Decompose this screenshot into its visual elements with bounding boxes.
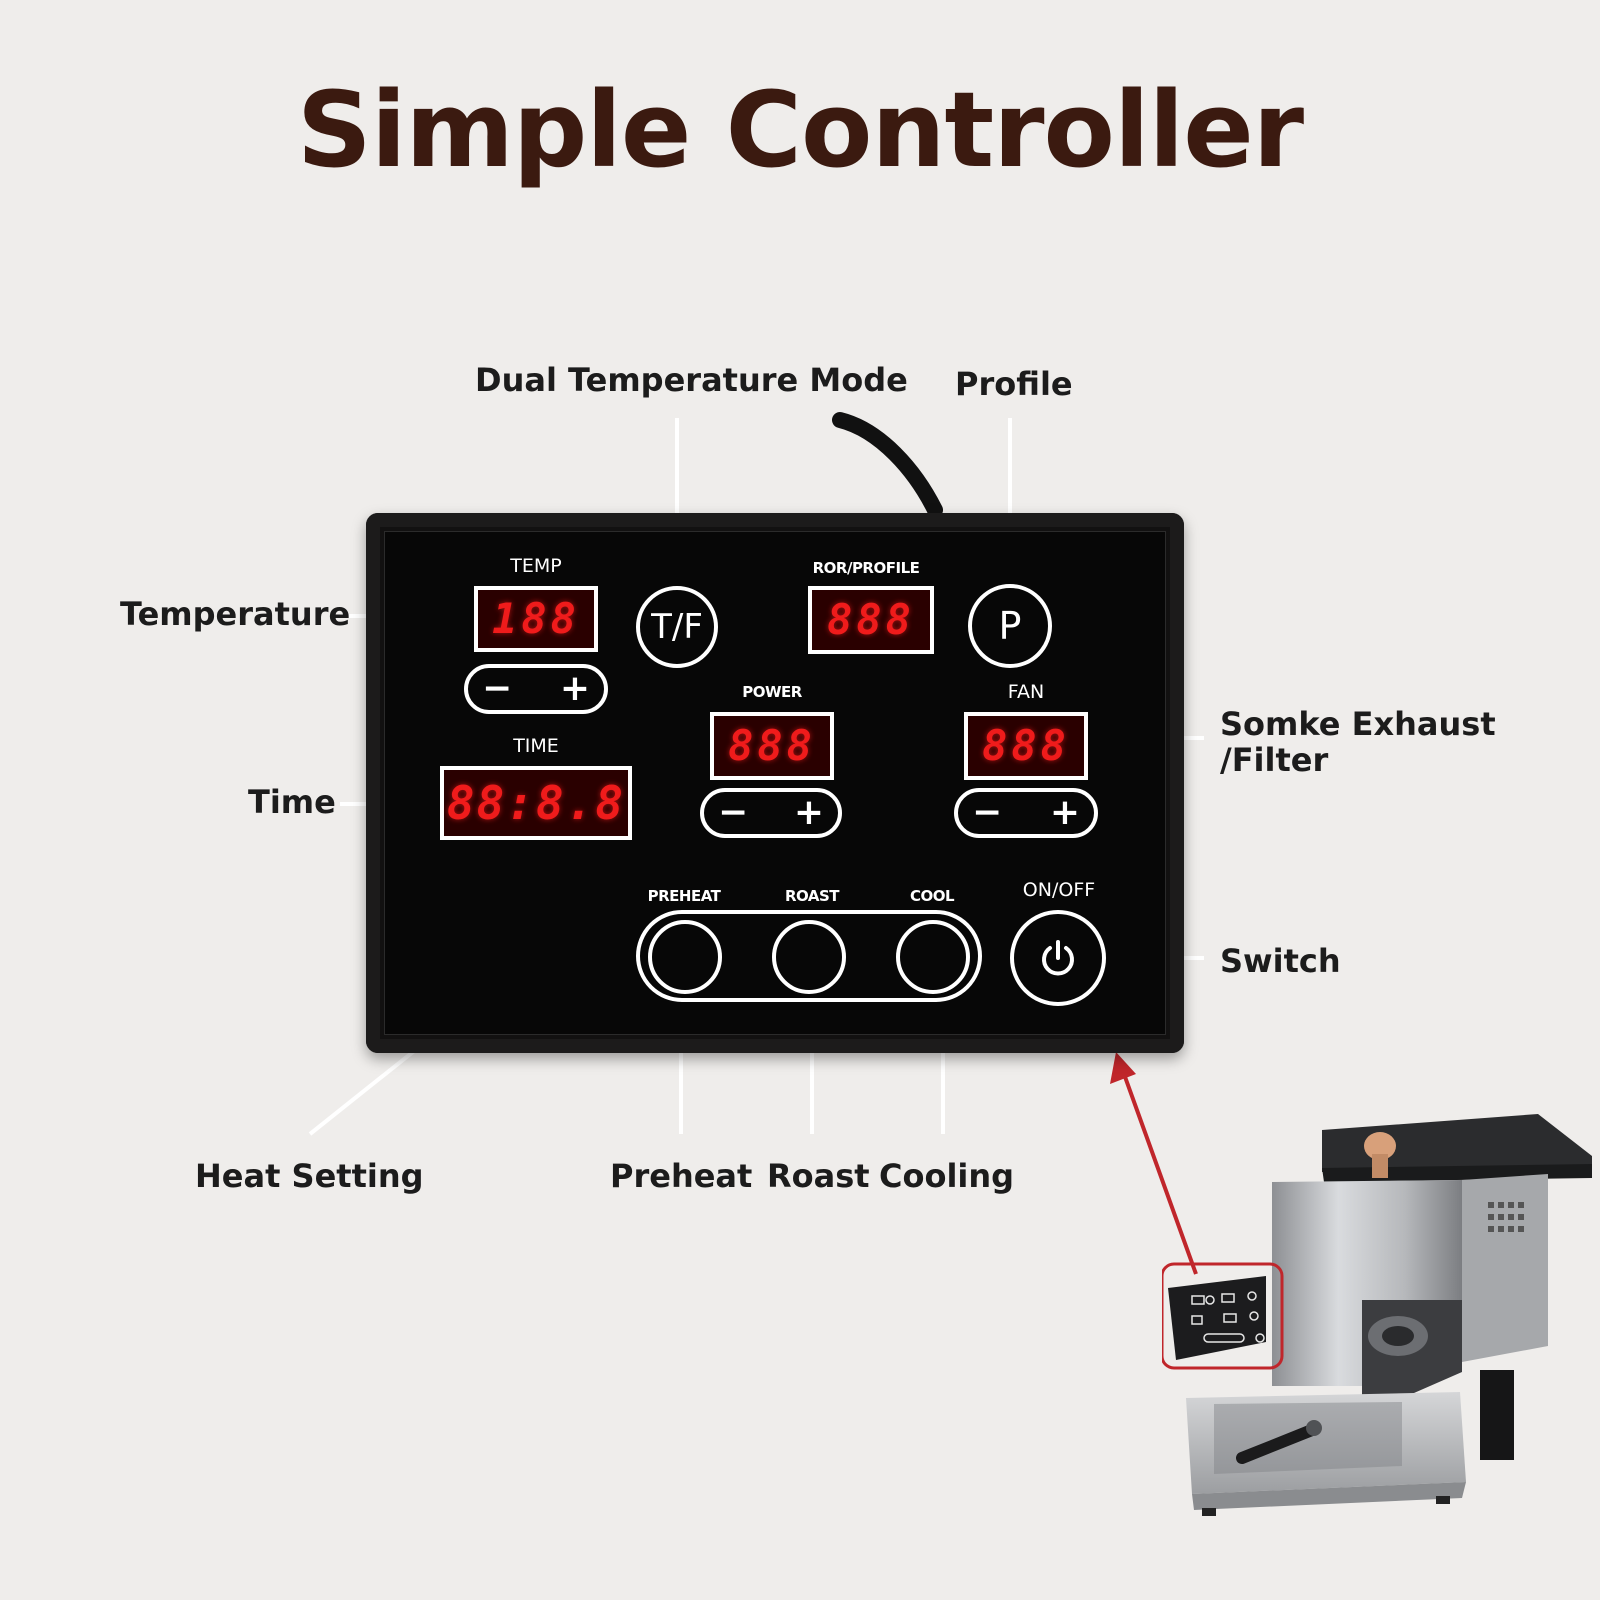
callout-smoke-exhaust: Somke Exhaust /Filter [1220,705,1496,779]
ror-display-value: 888 [827,595,915,644]
callout-heat-setting: Heat Setting [195,1157,424,1195]
power-label: POWER [742,683,802,701]
time-display: 88:8.8 [440,766,632,840]
profile-button[interactable]: P [968,584,1052,668]
temp-display: 188 [474,586,598,652]
temp-minus-button[interactable]: − [482,668,513,709]
fan-stepper: − + [954,788,1098,838]
preheat-button[interactable] [648,920,722,994]
temp-display-value: 188 [492,594,580,643]
ror-profile-label: ROR/PROFILE [812,559,920,577]
time-display-value: 88:8.8 [446,776,626,830]
onoff-label: ON/OFF [1022,879,1096,901]
fan-minus-button[interactable]: − [972,792,1003,833]
onoff-button[interactable] [1010,910,1106,1006]
cool-button[interactable] [896,920,970,994]
roast-button[interactable] [772,920,846,994]
roast-label: ROAST [784,887,840,905]
power-icon [1042,940,1074,976]
power-display: 888 [710,712,834,780]
profile-button-label: P [998,604,1022,648]
callout-time: Time [248,783,336,821]
mode-button-group [636,910,982,1002]
cool-label: COOL [909,887,955,905]
callout-dual-temperature-mode: Dual Temperature Mode [475,361,908,399]
power-display-value: 888 [728,721,816,770]
ror-display: 888 [808,586,934,654]
temp-stepper: − + [464,664,608,714]
power-plus-button[interactable]: + [793,792,824,833]
callout-cooling: Cooling [879,1157,1015,1195]
page-title: Simple Controller [296,69,1304,191]
red-arrow-line [1122,1073,1198,1275]
callout-roast: Roast [767,1157,870,1195]
fan-label: FAN [1007,681,1045,703]
red-arrow-head [1110,1052,1136,1084]
power-stepper: − + [700,788,842,838]
tf-button-label: T/F [651,607,703,647]
time-label: TIME [513,735,559,757]
callout-temperature: Temperature [120,595,351,633]
power-cable [832,412,943,518]
callout-switch: Switch [1220,942,1341,980]
callout-profile: Profile [955,365,1073,403]
fan-plus-button[interactable]: + [1049,792,1080,833]
preheat-label: PREHEAT [647,887,721,905]
fan-display-value: 888 [982,721,1070,770]
callout-preheat: Preheat [610,1157,753,1195]
temp-plus-button[interactable]: + [559,668,590,709]
roaster-machine-image [1162,1114,1592,1516]
power-minus-button[interactable]: − [718,792,749,833]
temp-label: TEMP [510,555,562,577]
tf-button[interactable]: T/F [636,586,718,668]
fan-display: 888 [964,712,1088,780]
